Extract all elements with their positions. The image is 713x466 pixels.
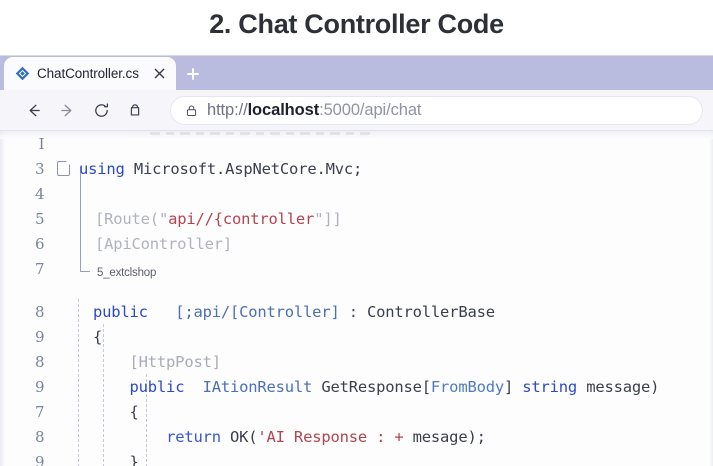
browser-toolbar: http://localhost:5000/api/chat xyxy=(0,90,713,131)
line-content: [Route("api//{controller"]] xyxy=(95,209,342,228)
url-path: :5000/api/chat xyxy=(319,100,422,119)
code-editor[interactable]: I 3 using Microsoft.AspNetCore.Mvc; 4 5 … xyxy=(0,131,713,466)
tab-title: ChatController.cs xyxy=(37,66,139,81)
line-content: [HttpPost] xyxy=(93,352,222,371)
editor-right-edge xyxy=(709,131,713,466)
clipped-top-row xyxy=(0,131,713,139)
scope-rail-foot xyxy=(80,257,90,272)
line-content: { xyxy=(93,327,103,346)
url-host: localhost xyxy=(247,100,320,119)
lock-icon xyxy=(185,104,198,117)
tab-chatcontroller[interactable]: ChatController.cs xyxy=(4,57,176,90)
scope-rail-method xyxy=(103,324,104,466)
line-number: 9 xyxy=(34,377,45,396)
line-content: return OK('AI Response : + mesage); xyxy=(166,427,486,446)
code-line[interactable]: 9 } xyxy=(0,449,713,466)
line-content: public IAtionResult GetResponse[FromBody… xyxy=(129,377,660,396)
back-icon[interactable] xyxy=(18,95,48,125)
close-icon[interactable] xyxy=(152,66,167,81)
line-number: 8 xyxy=(34,302,45,321)
line-content: [ApiController] xyxy=(95,234,232,253)
line-number: 7 xyxy=(34,259,45,278)
code-line[interactable]: 9 public IAtionResult GetResponse[FromBo… xyxy=(0,374,713,399)
code-line[interactable]: 3 using Microsoft.AspNetCore.Mvc; xyxy=(0,156,713,181)
line-content: public [;api/[Controller] : ControllerBa… xyxy=(93,302,495,321)
line-number: I xyxy=(38,134,45,153)
line-number: 8 xyxy=(34,352,45,371)
editor-annotation: 5_extclshop xyxy=(97,267,157,279)
line-number: 9 xyxy=(34,327,45,346)
url-text: http://localhost:5000/api/chat xyxy=(207,101,421,120)
line-content: { xyxy=(93,402,139,421)
scope-rail-body xyxy=(146,374,147,466)
code-line[interactable]: 7 { xyxy=(0,399,713,424)
code-line[interactable]: 4 xyxy=(0,181,713,206)
reload-icon[interactable] xyxy=(86,95,116,125)
code-line[interactable]: 9 { xyxy=(0,324,713,349)
code-line[interactable]: I xyxy=(0,131,713,156)
fold-icon[interactable] xyxy=(57,160,70,176)
scope-rail-outer xyxy=(80,167,81,262)
line-number: 6 xyxy=(34,234,45,253)
code-line[interactable]: 5 [Route("api//{controller"]] xyxy=(0,206,713,231)
line-number: 3 xyxy=(34,159,45,178)
code-line[interactable]: 8 return OK('AI Response : + mesage); xyxy=(0,424,713,449)
line-number: 9 xyxy=(34,452,45,466)
line-number: 4 xyxy=(34,184,45,203)
url-scheme: http:// xyxy=(207,100,248,119)
scope-rail-class xyxy=(78,299,79,466)
code-line[interactable]: 7 xyxy=(0,256,713,281)
browser-window: ChatController.cs xyxy=(0,55,713,466)
diamond-icon xyxy=(15,66,30,81)
home-icon[interactable] xyxy=(120,95,150,125)
code-line[interactable]: 6 [ApiController] xyxy=(0,231,713,256)
code-line[interactable]: 8 public [;api/[Controller] : Controller… xyxy=(0,299,713,324)
line-number: 5 xyxy=(34,209,45,228)
address-bar[interactable]: http://localhost:5000/api/chat xyxy=(170,95,703,125)
line-content: } xyxy=(93,452,139,466)
new-tab-button[interactable] xyxy=(176,57,210,90)
editor-left-edge xyxy=(0,131,5,466)
forward-icon[interactable] xyxy=(52,95,82,125)
line-number: 7 xyxy=(34,402,45,421)
line-number: 8 xyxy=(34,427,45,446)
tab-strip: ChatController.cs xyxy=(0,56,713,90)
line-content: using Microsoft.AspNetCore.Mvc; xyxy=(57,160,713,178)
code-line[interactable]: 8 [HttpPost] xyxy=(0,349,713,374)
page-title: 2. Chat Controller Code xyxy=(209,9,504,39)
